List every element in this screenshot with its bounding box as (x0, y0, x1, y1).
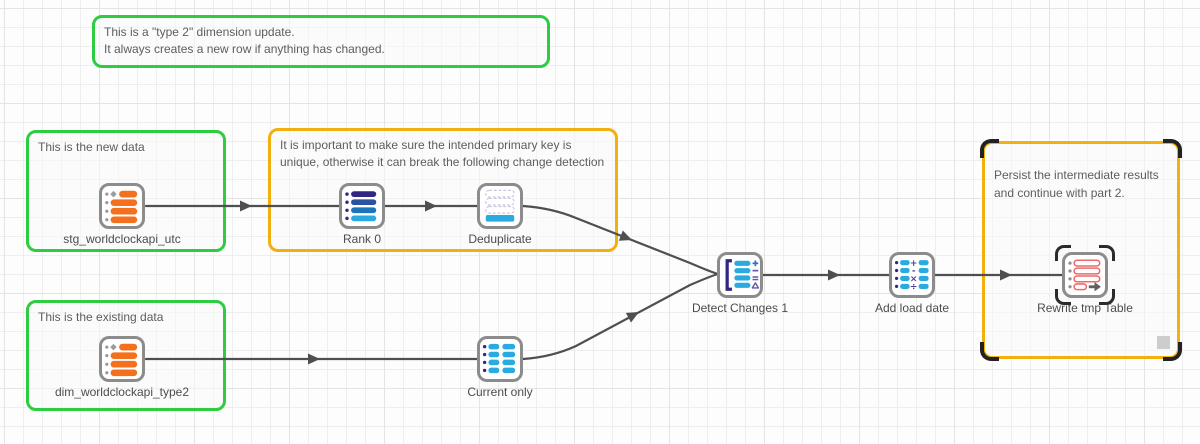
svg-text:+: + (910, 259, 918, 269)
selection-corner-icon (1163, 139, 1182, 158)
annotation-type2-note[interactable]: This is a "type 2" dimension update. It … (92, 15, 550, 68)
calculate-column-icon[interactable]: + - × ÷ (889, 252, 935, 298)
node-dim-worldclockapi-type2[interactable]: dim_worldclockapi_type2 (47, 336, 197, 399)
detect-changes-icon[interactable] (717, 252, 763, 298)
annotation-persist-note[interactable]: Persist the intermediate results and con… (980, 139, 1182, 361)
node-deduplicate[interactable]: Deduplicate (425, 183, 575, 246)
svg-text:-: - (912, 266, 916, 276)
selection-corner-icon (980, 139, 999, 158)
arrowhead-icon (625, 312, 639, 323)
import-table-icon[interactable] (99, 183, 145, 229)
node-detect-changes-1[interactable]: Detect Changes 1 (665, 252, 815, 315)
import-table-icon[interactable] (99, 336, 145, 382)
selection-corner-icon (1099, 289, 1115, 305)
annotation-primary-key-note[interactable]: It is important to make sure the intende… (268, 128, 618, 252)
node-label: Current only (467, 385, 533, 399)
selection-corner-icon (1055, 245, 1071, 261)
node-current-only[interactable]: Current only (425, 336, 575, 399)
node-label: dim_worldclockapi_type2 (54, 385, 190, 399)
arrowhead-icon (618, 230, 632, 241)
arrowhead-icon (308, 353, 320, 365)
node-label: stg_worldclockapi_utc (63, 232, 181, 246)
node-rank-0[interactable]: Rank 0 (287, 183, 437, 246)
annotation-text: Persist the intermediate results and con… (994, 168, 1159, 200)
selection-corner-icon (1099, 245, 1115, 261)
node-add-load-date[interactable]: + - × ÷ Add load date (837, 252, 987, 315)
annotation-text: This is a "type 2" dimension update. It … (104, 25, 385, 57)
deduplicate-icon[interactable] (477, 183, 523, 229)
node-label: Rank 0 (342, 232, 382, 246)
annotation-text: This is the existing data (38, 310, 164, 324)
selection-corner-icon (980, 342, 999, 361)
filter-rows-icon[interactable] (477, 336, 523, 382)
node-stg-worldclockapi-utc[interactable]: stg_worldclockapi_utc (47, 183, 197, 246)
resize-handle[interactable] (1157, 336, 1170, 349)
annotation-new-data-note[interactable]: This is the new data (26, 130, 226, 252)
selection-corner-icon (1163, 342, 1182, 361)
annotation-text: It is important to make sure the intende… (280, 138, 605, 170)
node-rewrite-tmp-table[interactable]: Rewrite tmp Table (1010, 245, 1160, 315)
node-label: Add load date (874, 301, 950, 315)
node-label: Detect Changes 1 (691, 301, 789, 315)
node-label: Rewrite tmp Table (1037, 301, 1133, 315)
svg-text:×: × (910, 275, 918, 285)
arrowhead-icon (240, 200, 252, 212)
annotation-text: This is the new data (38, 140, 145, 154)
svg-text:÷: ÷ (910, 283, 918, 293)
rank-icon[interactable] (339, 183, 385, 229)
selection-corner-icon (1055, 289, 1071, 305)
node-label: Deduplicate (468, 232, 532, 246)
